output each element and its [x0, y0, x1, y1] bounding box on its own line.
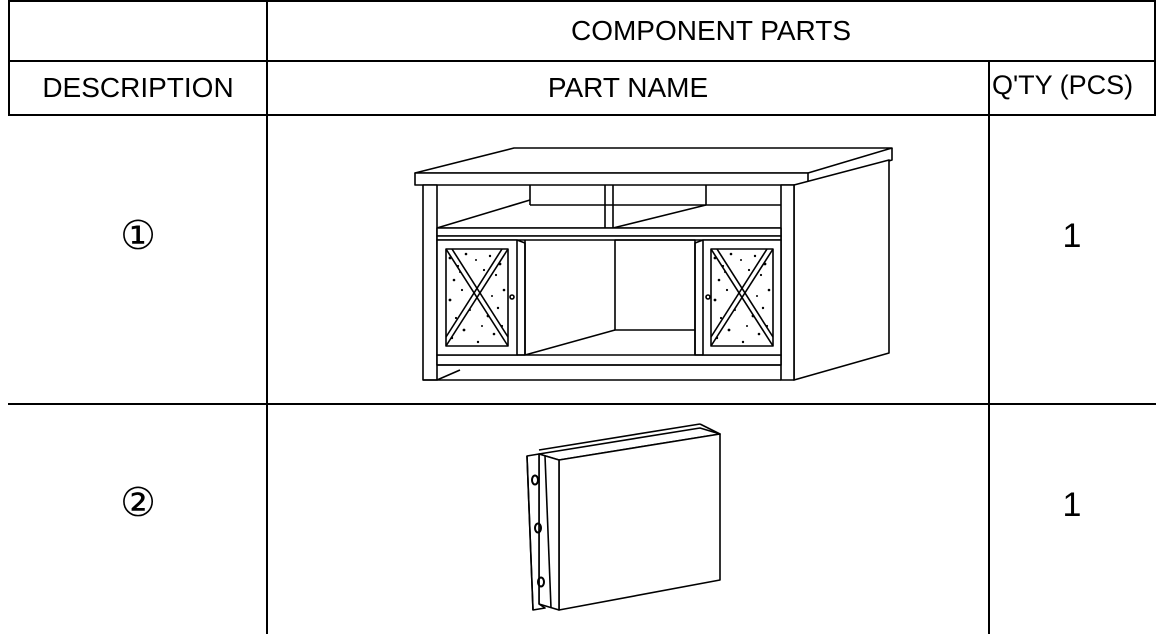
part-qty-2: 1 — [1062, 485, 1082, 524]
table-border-top — [8, 0, 1156, 2]
part-qty-1: 1 — [1062, 216, 1082, 255]
part-number-1: ① — [120, 213, 156, 259]
column-header-quantity: Q'TY (PCS) — [992, 69, 1134, 100]
column-header-part-name: PART NAME — [547, 72, 709, 103]
table-border-col-2 — [988, 61, 990, 634]
fireplace-insert-box-drawing — [526, 423, 721, 611]
table-border-left — [8, 0, 10, 115]
tv-stand-cabinet-drawing — [414, 147, 893, 381]
table-border-right — [1154, 0, 1156, 115]
table-border-header — [8, 114, 1156, 116]
header-group-label: COMPONENT PARTS — [570, 15, 852, 46]
table-border-row-1 — [8, 403, 1156, 405]
column-header-description: DESCRIPTION — [42, 72, 234, 103]
table-border-col-1 — [266, 0, 268, 634]
part-number-2: ② — [120, 480, 156, 526]
table-border-header-group — [8, 60, 1156, 62]
